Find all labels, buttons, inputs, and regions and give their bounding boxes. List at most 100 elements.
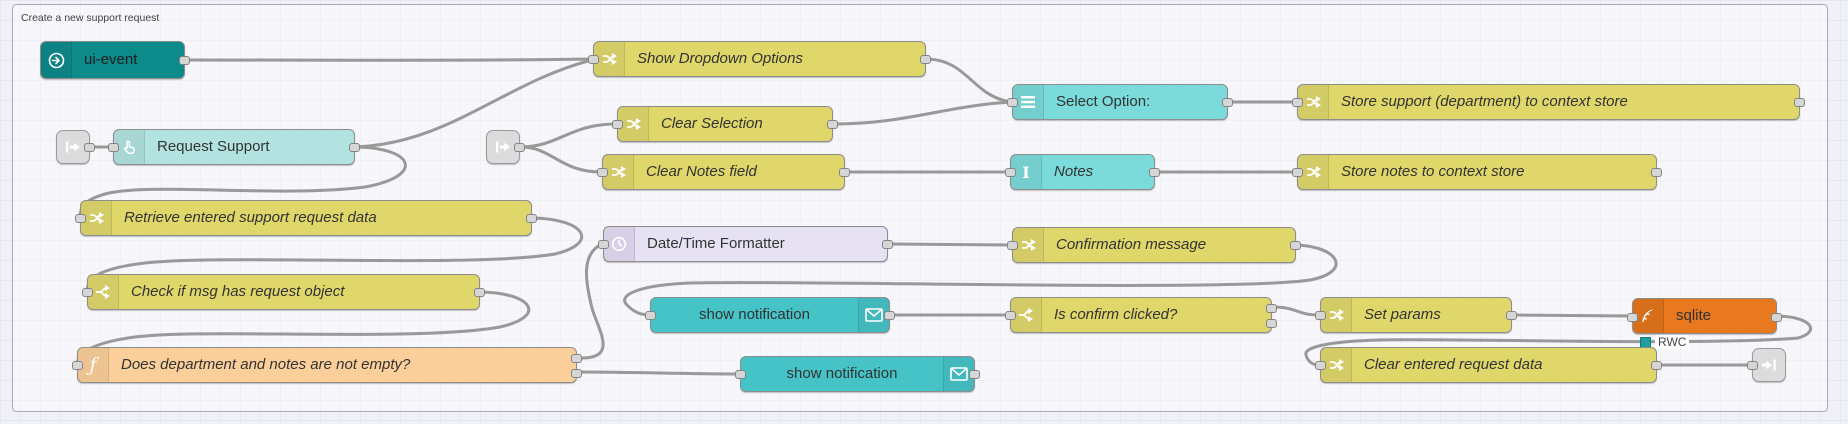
- output-port[interactable]: [474, 288, 485, 297]
- node-notes[interactable]: I Notes: [1005, 154, 1160, 190]
- output-port[interactable]: [84, 143, 95, 152]
- node-ui-event[interactable]: ui-event: [40, 41, 190, 79]
- input-port[interactable]: [1747, 361, 1758, 370]
- node-store-support[interactable]: Store support (department) to context st…: [1292, 84, 1805, 120]
- output-port[interactable]: [1651, 168, 1662, 177]
- node-label: Store notes to context store: [1341, 163, 1525, 180]
- output-port[interactable]: [1149, 168, 1160, 177]
- output-port-2[interactable]: [1266, 319, 1277, 328]
- node-show-dropdown-options[interactable]: Show Dropdown Options: [588, 41, 931, 77]
- output-port[interactable]: [882, 240, 893, 249]
- wire[interactable]: [576, 370, 741, 376]
- node-datetime-formatter[interactable]: Date/Time Formatter: [598, 226, 893, 262]
- wire[interactable]: [85, 216, 584, 293]
- link-in-node[interactable]: [56, 130, 95, 164]
- wire[interactable]: [832, 100, 1013, 126]
- output-port[interactable]: [1506, 311, 1517, 320]
- wire[interactable]: [623, 243, 1338, 317]
- wire[interactable]: [519, 145, 603, 174]
- wire[interactable]: [519, 122, 618, 149]
- node-label: Set params: [1364, 306, 1441, 323]
- node-clear-selection[interactable]: Clear Selection: [612, 106, 838, 142]
- node-store-notes[interactable]: Store notes to context store: [1292, 154, 1662, 190]
- wire[interactable]: [75, 290, 531, 366]
- output-port[interactable]: [827, 120, 838, 129]
- node-label: Does department and notes are not empty?: [121, 356, 411, 373]
- shuffle-arrows-icon: [1321, 348, 1352, 382]
- wire[interactable]: [354, 58, 594, 149]
- wire[interactable]: [1271, 305, 1321, 317]
- node-show-notification-top[interactable]: show notification: [645, 297, 895, 333]
- link-arrow-icon: [1754, 349, 1784, 381]
- input-port[interactable]: [1005, 311, 1016, 320]
- node-show-notification-bottom[interactable]: show notification: [735, 356, 980, 392]
- wire[interactable]: [576, 242, 605, 360]
- input-port[interactable]: [1315, 311, 1326, 320]
- wire[interactable]: [183, 57, 594, 62]
- output-port[interactable]: [920, 55, 931, 64]
- output-port[interactable]: [179, 56, 190, 65]
- node-sqlite[interactable]: sqlite: [1627, 298, 1782, 334]
- node-set-params[interactable]: Set params: [1315, 297, 1517, 333]
- node-retrieve-data[interactable]: Retrieve entered support request data: [75, 200, 537, 236]
- node-label: Confirmation message: [1056, 236, 1207, 253]
- input-port[interactable]: [1007, 241, 1018, 250]
- input-port[interactable]: [1315, 361, 1326, 370]
- node-confirmation-message[interactable]: Confirmation message: [1007, 227, 1301, 263]
- shuffle-arrows-icon: [1013, 228, 1044, 262]
- input-port[interactable]: [108, 143, 119, 152]
- output-port[interactable]: [526, 214, 537, 223]
- output-port[interactable]: [839, 168, 850, 177]
- input-port[interactable]: [82, 288, 93, 297]
- node-label: show notification: [699, 306, 810, 323]
- node-request-support[interactable]: Request Support: [108, 129, 360, 165]
- input-port[interactable]: [72, 361, 83, 370]
- input-port[interactable]: [588, 55, 599, 64]
- output-port[interactable]: [1771, 313, 1782, 322]
- wire[interactable]: [887, 242, 1013, 247]
- output-port[interactable]: [1794, 98, 1805, 107]
- node-select-option[interactable]: Select Option:: [1007, 84, 1233, 120]
- link-in-node[interactable]: [486, 130, 525, 164]
- output-port[interactable]: [884, 311, 895, 320]
- output-port[interactable]: [514, 143, 525, 152]
- node-clear-notes-field[interactable]: Clear Notes field: [597, 154, 850, 190]
- wire[interactable]: [1304, 314, 1812, 367]
- wire[interactable]: [925, 57, 1013, 104]
- status-text: RWC: [1655, 335, 1690, 349]
- fork-arrows-icon: [88, 275, 119, 309]
- wire[interactable]: [78, 145, 407, 220]
- node-check-request[interactable]: Check if msg has request object: [82, 274, 485, 310]
- input-port[interactable]: [1292, 98, 1303, 107]
- input-port[interactable]: [1627, 313, 1638, 322]
- output-port[interactable]: [1651, 361, 1662, 370]
- link-out-node[interactable]: [1747, 348, 1786, 382]
- input-port[interactable]: [75, 214, 86, 223]
- circle-right-arrow-icon: [41, 42, 72, 78]
- output-port-1[interactable]: [571, 354, 582, 363]
- node-clear-entered[interactable]: Clear entered request data: [1315, 347, 1662, 383]
- node-does-not-empty[interactable]: ƒ Does department and notes are not empt…: [72, 347, 582, 383]
- input-port[interactable]: [1292, 168, 1303, 177]
- input-port[interactable]: [1007, 98, 1018, 107]
- output-port-1[interactable]: [1266, 304, 1277, 313]
- input-port[interactable]: [1005, 168, 1016, 177]
- input-port[interactable]: [645, 311, 656, 320]
- input-port[interactable]: [735, 370, 746, 379]
- input-port[interactable]: [598, 240, 609, 249]
- node-is-confirm-clicked[interactable]: Is confirm clicked?: [1005, 297, 1277, 333]
- feather-icon: [1633, 299, 1664, 333]
- input-port[interactable]: [612, 120, 623, 129]
- output-port[interactable]: [969, 370, 980, 379]
- node-label: Clear entered request data: [1364, 356, 1543, 373]
- fork-arrows-icon: [1011, 298, 1042, 332]
- input-port[interactable]: [597, 168, 608, 177]
- output-port[interactable]: [1222, 98, 1233, 107]
- node-label: Clear Selection: [661, 115, 763, 132]
- wire[interactable]: [1511, 313, 1633, 318]
- output-port[interactable]: [1290, 241, 1301, 250]
- node-label: Retrieve entered support request data: [124, 209, 377, 226]
- output-port-2[interactable]: [571, 369, 582, 378]
- output-port[interactable]: [349, 143, 360, 152]
